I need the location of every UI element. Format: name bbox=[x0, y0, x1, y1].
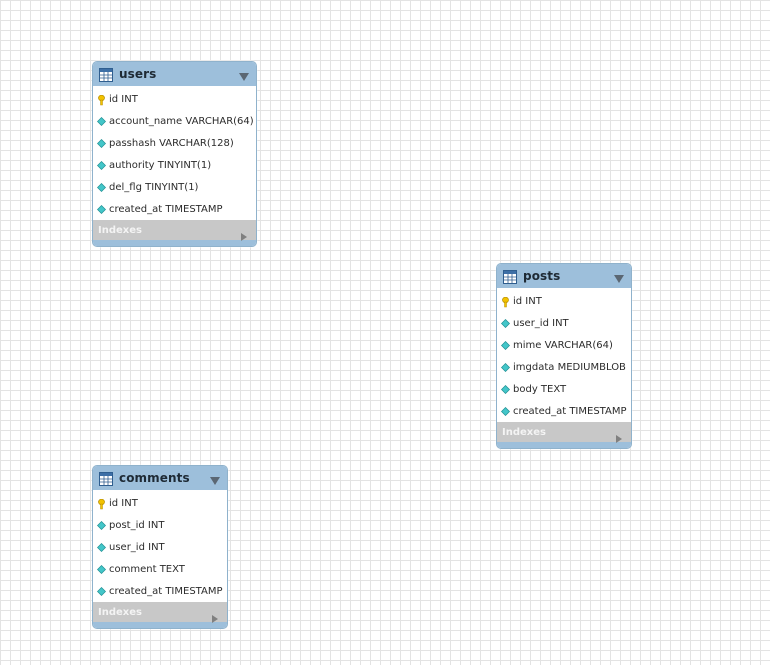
column-diamond-icon bbox=[97, 564, 106, 574]
column-row[interactable]: user_id INT bbox=[497, 312, 631, 334]
chevron-down-icon[interactable] bbox=[613, 270, 625, 283]
column-row[interactable]: authority TINYINT(1) bbox=[93, 154, 256, 176]
column-row[interactable]: created_at TIMESTAMP bbox=[497, 400, 631, 422]
column-label: post_id INT bbox=[109, 519, 165, 531]
primary-key-icon bbox=[501, 296, 510, 307]
primary-key-icon bbox=[97, 94, 106, 105]
table-posts[interactable]: posts id INT user_id INT mime VARCHAR(64… bbox=[496, 263, 632, 449]
column-label: authority TINYINT(1) bbox=[109, 159, 212, 171]
table-comments[interactable]: comments id INT post_id INT user_id INT … bbox=[92, 465, 228, 629]
column-label: id INT bbox=[109, 93, 138, 105]
table-name: posts bbox=[523, 269, 561, 283]
table-icon bbox=[503, 269, 517, 284]
column-row[interactable]: user_id INT bbox=[93, 536, 227, 558]
table-icon bbox=[99, 471, 113, 486]
indexes-section[interactable]: Indexes bbox=[93, 602, 227, 623]
expand-arrow-icon[interactable] bbox=[240, 226, 248, 241]
column-row[interactable]: id INT bbox=[497, 290, 631, 312]
indexes-label: Indexes bbox=[502, 426, 546, 438]
chevron-down-icon[interactable] bbox=[238, 68, 250, 81]
column-label: created_at TIMESTAMP bbox=[109, 585, 223, 597]
expand-arrow-icon[interactable] bbox=[615, 428, 623, 443]
column-label: imgdata MEDIUMBLOB bbox=[513, 361, 626, 373]
column-list: id INT user_id INT mime VARCHAR(64) imgd… bbox=[497, 288, 631, 422]
expand-arrow-icon[interactable] bbox=[211, 608, 219, 623]
column-list: id INT account_name VARCHAR(64) passhash… bbox=[93, 86, 256, 220]
chevron-down-icon[interactable] bbox=[209, 472, 221, 485]
column-list: id INT post_id INT user_id INT comment T… bbox=[93, 490, 227, 602]
indexes-section[interactable]: Indexes bbox=[497, 422, 631, 443]
column-row[interactable]: post_id INT bbox=[93, 514, 227, 536]
column-row[interactable]: del_flg TINYINT(1) bbox=[93, 176, 256, 198]
column-diamond-icon bbox=[97, 116, 106, 126]
column-row[interactable]: imgdata MEDIUMBLOB bbox=[497, 356, 631, 378]
table-footer bbox=[93, 622, 227, 628]
indexes-label: Indexes bbox=[98, 224, 142, 236]
table-header[interactable]: users bbox=[93, 62, 256, 86]
column-diamond-icon bbox=[97, 520, 106, 530]
column-row[interactable]: mime VARCHAR(64) bbox=[497, 334, 631, 356]
indexes-section[interactable]: Indexes bbox=[93, 220, 256, 241]
table-name: comments bbox=[119, 471, 190, 485]
column-diamond-icon bbox=[97, 204, 106, 214]
column-diamond-icon bbox=[501, 384, 510, 394]
column-label: body TEXT bbox=[513, 383, 567, 395]
column-label: account_name VARCHAR(64) bbox=[109, 115, 254, 127]
column-diamond-icon bbox=[97, 586, 106, 596]
indexes-label: Indexes bbox=[98, 606, 142, 618]
primary-key-icon bbox=[97, 498, 106, 509]
column-diamond-icon bbox=[501, 318, 510, 328]
column-row[interactable]: comment TEXT bbox=[93, 558, 227, 580]
column-label: user_id INT bbox=[513, 317, 569, 329]
column-label: created_at TIMESTAMP bbox=[109, 203, 223, 215]
column-diamond-icon bbox=[501, 340, 510, 350]
column-diamond-icon bbox=[501, 406, 510, 416]
column-diamond-icon bbox=[97, 542, 106, 552]
column-row[interactable]: account_name VARCHAR(64) bbox=[93, 110, 256, 132]
column-diamond-icon bbox=[97, 182, 106, 192]
column-row[interactable]: created_at TIMESTAMP bbox=[93, 198, 256, 220]
column-label: mime VARCHAR(64) bbox=[513, 339, 613, 351]
table-header[interactable]: comments bbox=[93, 466, 227, 490]
table-users[interactable]: users id INT account_name VARCHAR(64) pa… bbox=[92, 61, 257, 247]
table-name: users bbox=[119, 67, 157, 81]
column-label: comment TEXT bbox=[109, 563, 185, 575]
column-label: del_flg TINYINT(1) bbox=[109, 181, 199, 193]
column-label: user_id INT bbox=[109, 541, 165, 553]
column-label: id INT bbox=[109, 497, 138, 509]
column-row[interactable]: id INT bbox=[93, 492, 227, 514]
column-row[interactable]: id INT bbox=[93, 88, 256, 110]
column-label: passhash VARCHAR(128) bbox=[109, 137, 234, 149]
column-diamond-icon bbox=[97, 138, 106, 148]
column-label: id INT bbox=[513, 295, 542, 307]
table-footer bbox=[93, 240, 256, 246]
table-footer bbox=[497, 442, 631, 448]
column-diamond-icon bbox=[97, 160, 106, 170]
column-diamond-icon bbox=[501, 362, 510, 372]
column-row[interactable]: body TEXT bbox=[497, 378, 631, 400]
table-header[interactable]: posts bbox=[497, 264, 631, 288]
column-label: created_at TIMESTAMP bbox=[513, 405, 627, 417]
column-row[interactable]: created_at TIMESTAMP bbox=[93, 580, 227, 602]
column-row[interactable]: passhash VARCHAR(128) bbox=[93, 132, 256, 154]
table-icon bbox=[99, 67, 113, 82]
